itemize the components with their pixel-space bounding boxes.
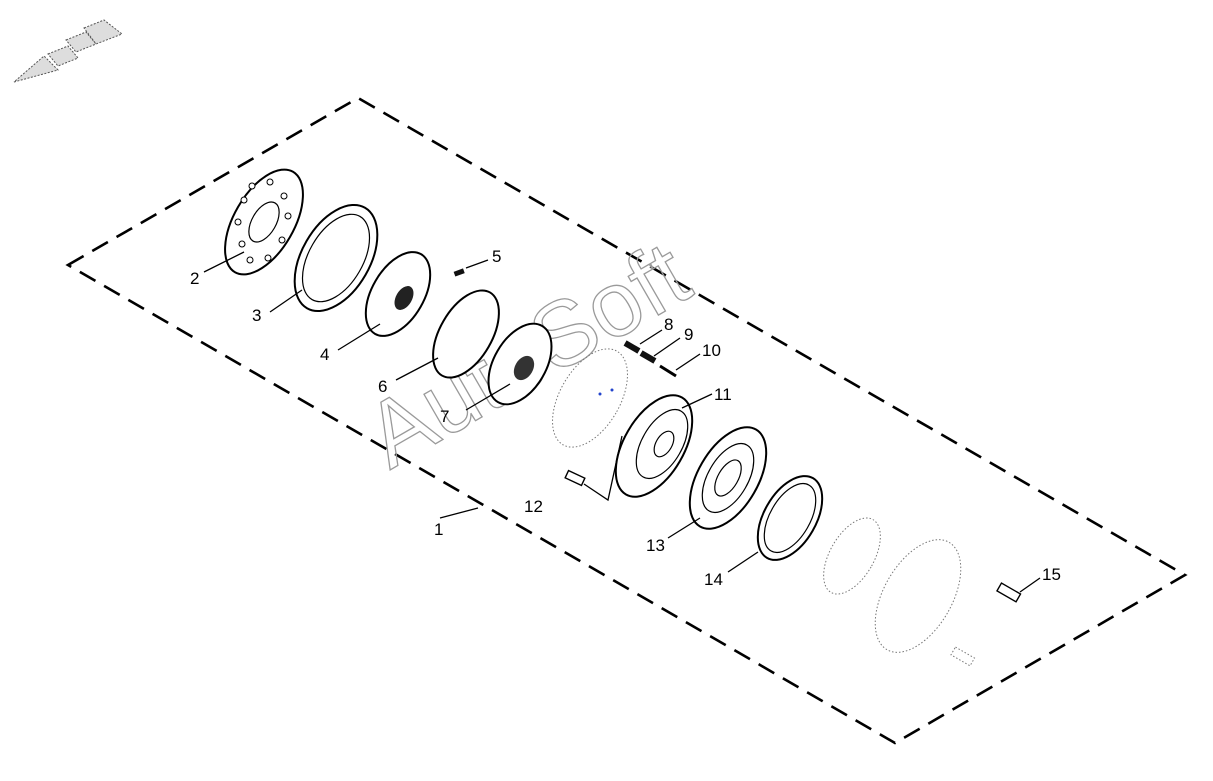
callout-1: 1 — [434, 520, 443, 539]
part-3-ring — [293, 203, 379, 313]
ghost-part-cover — [874, 539, 962, 653]
part-6-plate — [432, 289, 500, 379]
callout-6: 6 — [378, 377, 387, 396]
callout-14: 14 — [704, 570, 723, 589]
part-4-disc — [364, 251, 432, 337]
callout-4: 4 — [320, 345, 329, 364]
callout-11: 11 — [714, 385, 732, 404]
callout-8: 8 — [664, 315, 673, 334]
part-9-spring — [639, 350, 657, 364]
part-5-pin — [453, 268, 465, 277]
view-direction-arrow-icon — [13, 19, 124, 83]
callout-labels: 1 2 3 4 5 6 7 8 9 10 11 12 13 14 15 — [190, 247, 1061, 589]
part-7-hub-disc — [487, 322, 553, 406]
part-15-bolt — [996, 582, 1022, 603]
callout-2: 2 — [190, 269, 199, 288]
part-2-plate — [224, 168, 304, 276]
callout-10: 10 — [702, 341, 721, 360]
part-12-bolt — [564, 469, 586, 487]
assembly-boundary — [65, 96, 1188, 745]
ghost-part-gear — [552, 348, 628, 448]
callout-5: 5 — [492, 247, 501, 266]
part-13-friction-disc — [688, 426, 768, 530]
callout-7: 7 — [440, 407, 449, 426]
part-10-rod — [659, 364, 677, 378]
ghost-part-bolt — [950, 646, 976, 667]
callout-15: 15 — [1042, 565, 1061, 584]
part-14-seal-ring — [756, 475, 824, 561]
part-11-housing — [614, 394, 694, 498]
callout-3: 3 — [252, 306, 261, 325]
callout-12: 12 — [524, 497, 543, 516]
ghost-part-gear-ring — [823, 517, 881, 595]
callout-13: 13 — [646, 536, 665, 555]
part-8-spring — [623, 340, 641, 354]
leader-lines — [203, 251, 1041, 593]
callout-9: 9 — [684, 325, 693, 344]
